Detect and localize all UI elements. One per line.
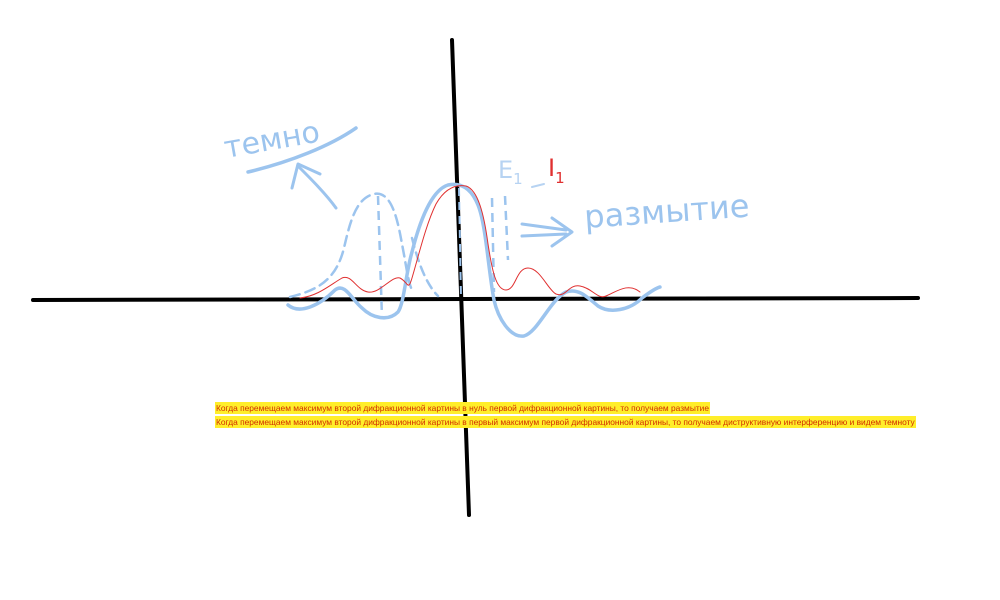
horizontal-axis xyxy=(31,296,920,302)
blur-arrow xyxy=(520,216,574,248)
shifted-diffraction-curve xyxy=(286,182,662,338)
dashed-secondary-maximum xyxy=(288,192,414,299)
dashed-center-right-1 xyxy=(490,197,496,293)
dashed-center-right-2 xyxy=(503,195,510,261)
primary-diffraction-curve xyxy=(299,185,641,299)
label-blur: размытие xyxy=(583,187,751,236)
note-blur-explanation: Когда перемещаем максимум второй дифракц… xyxy=(215,402,711,414)
label-e: E1 xyxy=(498,156,523,188)
dark-arrow-head xyxy=(290,162,322,190)
note-dark-explanation: Когда перемещаем максимум второй дифракц… xyxy=(215,416,916,428)
label-dark: темно xyxy=(221,115,322,166)
dashed-right-slope xyxy=(410,236,440,298)
separator-tick xyxy=(531,183,545,188)
label-i: I1 xyxy=(548,154,565,187)
dark-underline xyxy=(246,126,358,174)
dashed-center-mid xyxy=(458,187,462,301)
dashed-center-left xyxy=(376,195,384,319)
dark-arrow-line xyxy=(296,164,338,210)
